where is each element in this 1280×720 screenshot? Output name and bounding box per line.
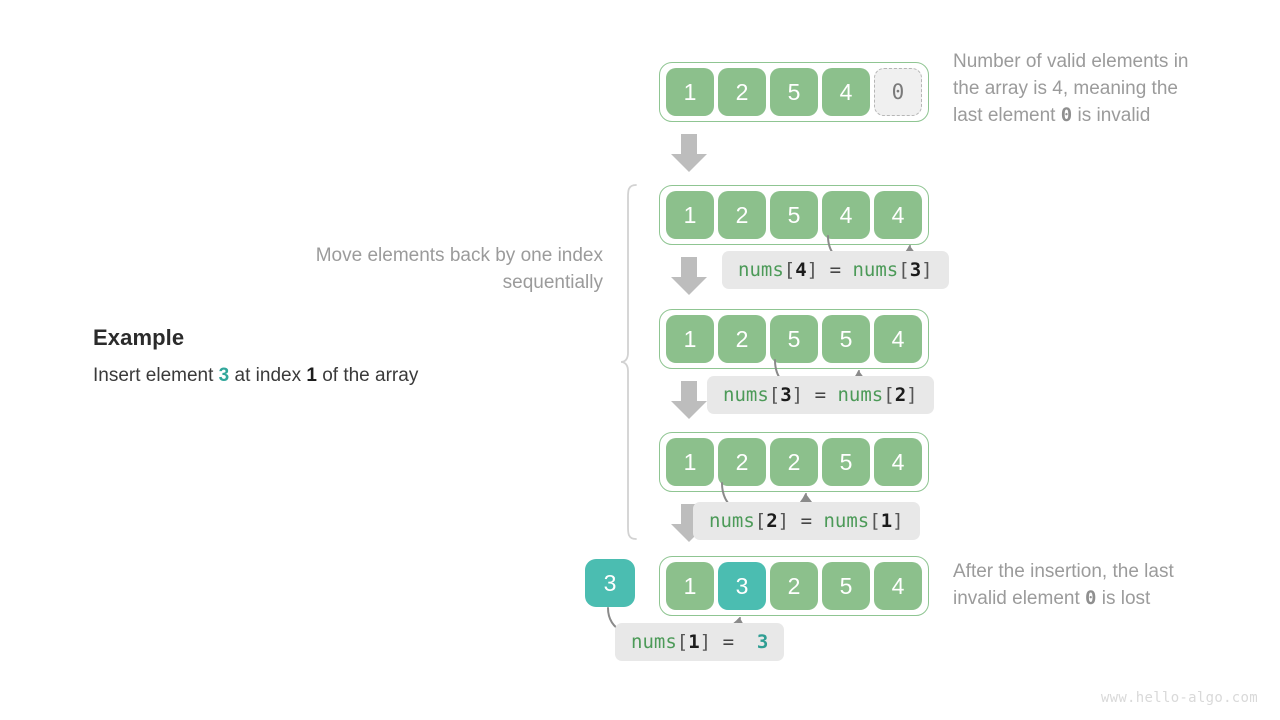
code-left-index: 3 [780, 384, 792, 406]
array-cell: 5 [770, 191, 818, 239]
array-cell: 4 [874, 562, 922, 610]
array-cell-inserted: 3 [718, 562, 766, 610]
code-right-index: 3 [909, 259, 922, 281]
row-step-2: 1 2 5 5 4 [659, 309, 929, 369]
example-block: Example Insert element 3 at index 1 of t… [93, 325, 553, 387]
row-step-1: 1 2 5 4 4 [659, 185, 929, 245]
array-cell: 2 [718, 68, 766, 116]
code-right-id: nums [852, 259, 899, 281]
code-left-index: 2 [766, 510, 778, 532]
example-desc-index: 1 [306, 365, 317, 386]
note-bottom-zero: 0 [1085, 587, 1097, 609]
row-initial: 1 2 5 4 0 [659, 62, 929, 122]
code-right-index: 2 [894, 384, 907, 406]
example-desc-mid: at index [229, 365, 307, 386]
code-op: = [800, 510, 813, 532]
array-cell: 4 [874, 315, 922, 363]
array-cell: 2 [718, 315, 766, 363]
note-bottom: After the insertion, the last invalid el… [953, 558, 1253, 612]
array-cell: 5 [822, 315, 870, 363]
note-bottom-line1: After the insertion, the last [953, 561, 1174, 582]
array-cell: 2 [718, 438, 766, 486]
assign-2-from-1: nums[2] = nums[1] [693, 502, 920, 540]
code-left-id: nums [723, 384, 769, 406]
array-cell: 4 [822, 191, 870, 239]
code-op: = [722, 631, 735, 653]
code-op: = [814, 384, 827, 406]
watermark: www.hello-algo.com [1100, 690, 1258, 706]
note-top-zero: 0 [1060, 104, 1073, 126]
assign-3-from-2: nums[3] = nums[2] [707, 376, 934, 414]
inserted-value-box: 3 [585, 559, 635, 607]
array-cell: 2 [770, 438, 818, 486]
array-cell: 1 [666, 315, 714, 363]
array-cell: 1 [666, 562, 714, 610]
note-top: Number of valid elements in the array is… [953, 48, 1263, 129]
example-desc-suffix: of the array [316, 365, 419, 386]
array-cell: 5 [822, 438, 870, 486]
array-cell: 4 [874, 191, 922, 239]
array-cell: 4 [874, 438, 922, 486]
note-top-line3-pre: last element [953, 105, 1061, 126]
code-right-index: 1 [880, 510, 893, 532]
example-desc-prefix: Insert element [93, 365, 219, 386]
example-desc-value: 3 [218, 365, 230, 386]
assign-1-value: nums[1] = 3 [615, 623, 785, 661]
code-right-value: 3 [756, 631, 769, 653]
example-title: Example [93, 325, 185, 350]
assign-4-from-3: nums[4] = nums[3] [722, 251, 949, 289]
note-bottom-line2-pre: invalid element [953, 588, 1086, 609]
array-cell-invalid: 0 [874, 68, 922, 116]
array-cell: 2 [770, 562, 818, 610]
array-cell: 1 [666, 68, 714, 116]
array-cell: 1 [666, 438, 714, 486]
row-final: 1 3 2 5 4 [659, 556, 929, 616]
note-top-line3-post: is invalid [1072, 105, 1151, 126]
code-right-id: nums [823, 510, 870, 532]
example-description: Insert element 3 at index 1 of the array [93, 365, 553, 387]
array-cell: 5 [770, 68, 818, 116]
down-arrow-icon [671, 134, 707, 172]
down-arrow-icon [671, 257, 707, 295]
array-cell: 5 [770, 315, 818, 363]
array-cell: 5 [822, 562, 870, 610]
code-left-id: nums [709, 510, 755, 532]
move-elements-caption: Move elements back by one index sequenti… [315, 245, 603, 293]
code-left-id: nums [631, 631, 677, 653]
note-bottom-line2-post: is lost [1096, 588, 1151, 609]
array-cell: 4 [822, 68, 870, 116]
code-left-id: nums [738, 259, 784, 281]
code-left-index: 4 [795, 259, 807, 281]
grouping-brace-icon [620, 184, 637, 540]
code-op: = [829, 259, 842, 281]
code-right-id: nums [837, 384, 884, 406]
down-arrow-icon [671, 381, 707, 419]
code-left-index: 1 [688, 631, 700, 653]
array-cell: 1 [666, 191, 714, 239]
note-top-line1: Number of valid elements in [953, 51, 1189, 72]
array-cell: 2 [718, 191, 766, 239]
note-top-line2: the array is 4, meaning the [953, 78, 1178, 99]
row-step-3: 1 2 2 5 4 [659, 432, 929, 492]
